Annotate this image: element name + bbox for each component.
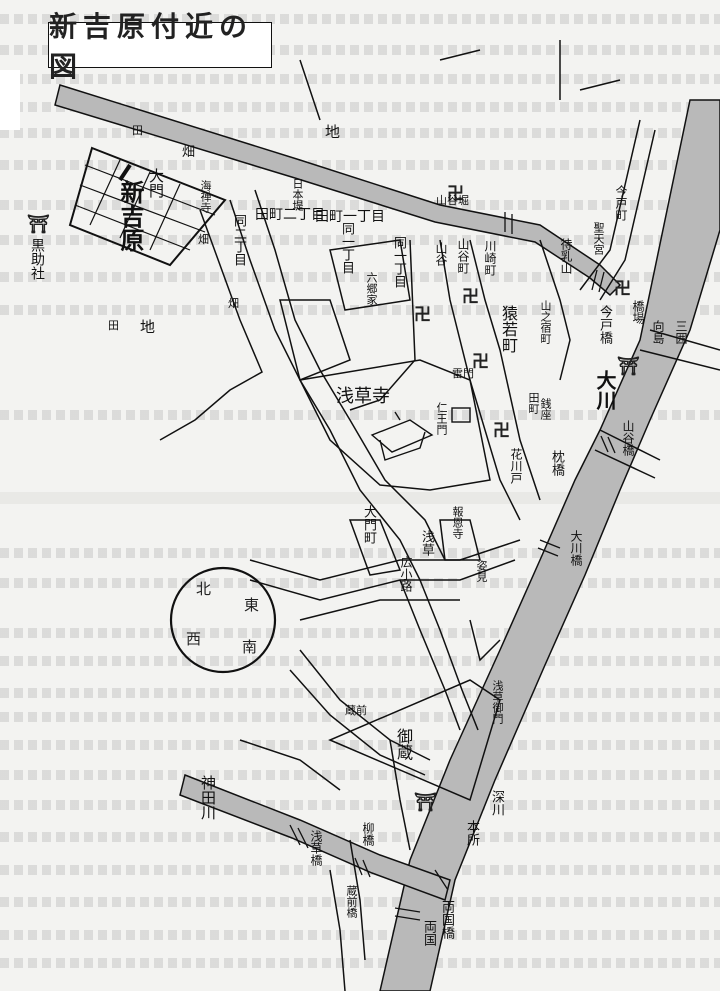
compass-north: 北 (196, 580, 212, 598)
temple-icon: 卍 (462, 287, 479, 307)
label-kuramae: 蔵前 (345, 704, 367, 717)
label-chi2: 地 (325, 123, 341, 141)
label-machi2: 田町一丁目 (315, 209, 385, 225)
label-sugata: 姿見 (475, 560, 488, 582)
label-hashiba: 橋場 (631, 300, 645, 324)
label-machi1: 田町二丁目 (255, 207, 325, 223)
label-niomon: 仁王門 (435, 402, 448, 435)
label-honjo: 本所 (464, 820, 479, 846)
temple-icon: 卍 (447, 184, 464, 204)
label-asakusa: 浅草 (419, 530, 434, 556)
compass-west: 西 (186, 630, 202, 648)
label-mimeguri: 三囲 (674, 320, 688, 344)
bridges (289, 212, 616, 921)
compass-east: 東 (244, 596, 260, 614)
label-mukojima: 向島 (651, 320, 665, 344)
label-shotenji: 聖天宮 (592, 222, 605, 255)
compass-circle (169, 566, 277, 674)
label-fukagawa: 深川 (489, 790, 504, 816)
temple-icon: 卍 (472, 352, 489, 372)
label-ryogokubashi: 両国橋 (439, 900, 454, 939)
temple-icon: 卍 (493, 421, 510, 441)
label-yanagibashi: 柳橋 (361, 822, 375, 846)
shrine-icon: ⛩ (27, 214, 50, 235)
sensoji-hall (370, 407, 471, 461)
label-sanyacho: 山谷町 (456, 238, 470, 274)
label-yoshiwara: 新吉原 (116, 180, 145, 252)
label-machi6: 六郷家 (365, 272, 378, 305)
label-kanda: 神田川 (199, 775, 217, 820)
label-makurabashi: 枕橋 (549, 450, 564, 476)
label-kuramaebashi: 蔵前橋 (345, 885, 358, 918)
river-okawa (379, 99, 720, 991)
label-imado: 今戸町 (614, 185, 628, 221)
label-sarugaku: 猿若町 (499, 305, 518, 353)
label-omon: 大門 (147, 168, 165, 198)
canal-kanda (179, 773, 451, 901)
map-title: 新吉原付近の図 (48, 10, 272, 83)
label-machi3: 同二丁目 (231, 214, 246, 266)
label-chi3: 田 (108, 319, 119, 332)
label-hoonji: 報恩寺 (451, 506, 464, 539)
label-kurosukesha: 黒助社 (29, 238, 45, 280)
label-hanakawado: 花川戸 (509, 448, 523, 484)
label-hata1: 畑 (182, 145, 196, 160)
label-kaiyoji: 海禅寺 (199, 180, 212, 213)
label-kawasaki: 川崎町 (483, 240, 497, 276)
label-ookawa: 大川 (593, 370, 617, 410)
label-umayabashi: 大川橋 (569, 530, 583, 566)
label-zeniza: 銭座 (539, 398, 552, 420)
label-machi4: 同一丁目 (391, 236, 406, 288)
yoshiwara-block (68, 146, 227, 267)
label-tamachi: 田町 (527, 392, 540, 414)
temple-icon: 卍 (414, 305, 431, 325)
canal-sanyabori (54, 84, 622, 297)
shrine-icon: ⛩ (617, 356, 640, 377)
roads (159, 40, 720, 991)
label-sanyabashi: 山谷橋 (621, 420, 635, 456)
temple-icon: 卍 (614, 279, 631, 299)
label-matsuchiyama: 待乳山 (559, 238, 573, 274)
label-asakusabashi: 浅草橋 (309, 830, 323, 866)
label-imadobashi: 今戸橋 (597, 305, 612, 344)
label-chi1: 田 (132, 124, 143, 137)
compass-south: 南 (242, 638, 258, 656)
label-sanya: 山谷 (434, 242, 448, 266)
label-asakusamon: 浅草御門 (491, 680, 504, 724)
shrine-icon: ⛩ (414, 792, 437, 813)
label-hata3: 畑 (228, 297, 239, 310)
label-machi5: 同一丁目 (339, 222, 354, 274)
label-omonchou: 大門町 (361, 505, 376, 544)
label-nihonzutsumi: 日本堤 (291, 178, 304, 211)
label-chi4: 地 (140, 318, 156, 336)
label-okura: 御蔵 (394, 728, 413, 760)
label-kaminarimon: 雷門 (452, 367, 474, 380)
label-hirokoji: 広小路 (399, 556, 413, 592)
label-sanyabori: 山谷堀 (436, 194, 469, 207)
label-hata2: 畑 (198, 233, 209, 246)
label-ryogoku: 両国 (421, 920, 436, 946)
label-sanyamachi: 山之宿町 (539, 300, 552, 344)
label-sensoji: 浅草寺 (336, 386, 390, 407)
